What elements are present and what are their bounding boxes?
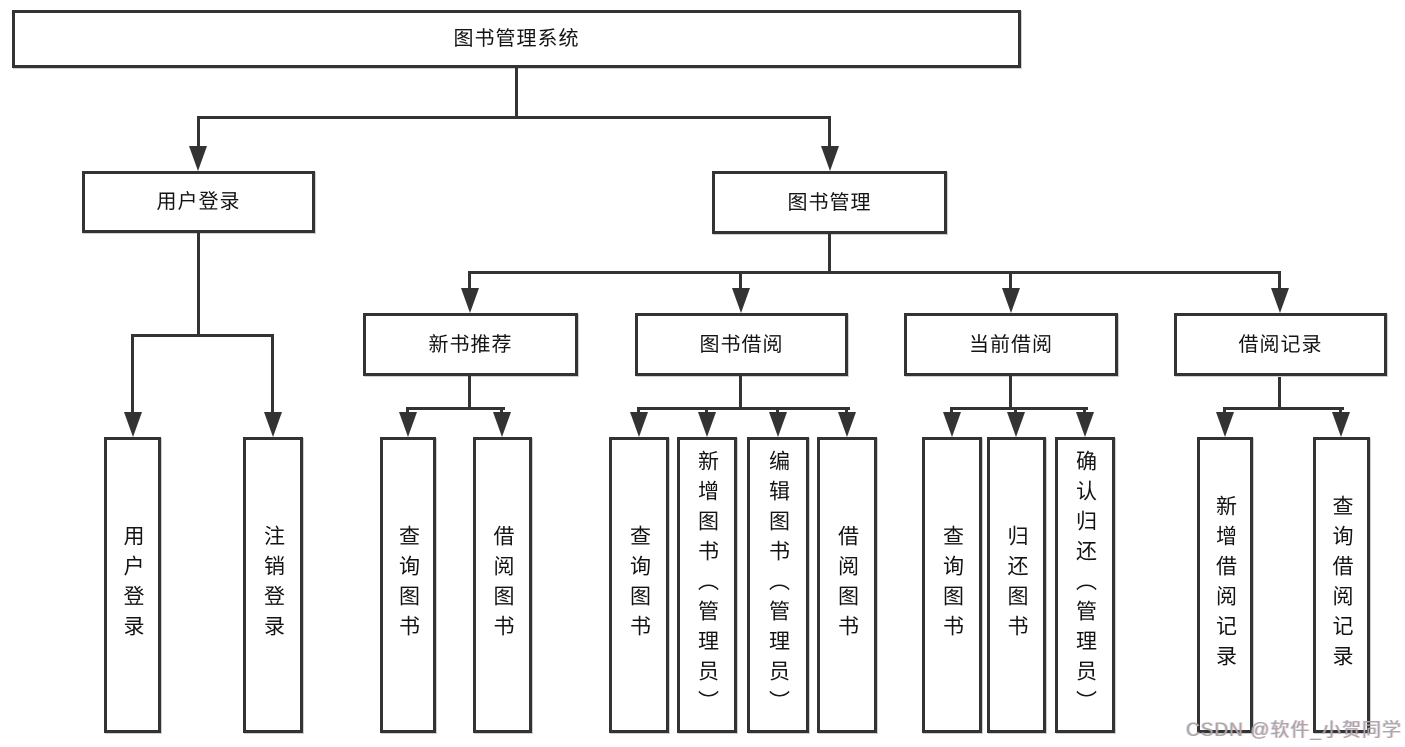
arrow-down-icon [124,412,142,437]
connector-stub [1083,407,1086,415]
leaf-edit-book-admin: 编辑图书（管理员） [747,437,809,733]
arrow-down-icon [821,146,839,171]
connector-root-stem [515,68,518,117]
arrow-down-icon [1216,412,1234,437]
connector-stub-newbook [468,271,471,290]
arrow-down-icon [399,412,417,437]
connector-user-login-stem [197,233,200,337]
connector-level3-rail [468,271,1281,274]
connector-current-stem [1009,376,1012,410]
connector-stub-user-login [197,116,200,147]
connector-borrow-stem [739,376,742,410]
arrow-down-icon [698,412,716,437]
node-current-borrowing: 当前借阅 [904,313,1118,376]
leaf-borrow-books: 借阅图书 [817,437,877,733]
arrow-down-icon [493,412,511,437]
arrow-down-icon [943,412,961,437]
csdn-watermark: CSDN @软件_小贺同学 [1186,720,1402,741]
arrow-down-icon [189,146,207,171]
node-borrowing-records: 借阅记录 [1174,313,1387,376]
connector-level2-rail [197,116,831,119]
leaf-query-borrow-record: 查询借阅记录 [1313,437,1370,733]
connector-stub [950,407,953,415]
node-new-book-recommend: 新书推荐 [363,313,578,376]
connector-stub-leaf-login [131,334,134,413]
connector-stub-current [1009,271,1012,290]
arrow-down-icon [732,288,750,313]
leaf-query-books-current: 查询图书 [922,437,982,733]
connector-current-rail [950,407,1088,410]
arrow-down-icon [1002,288,1020,313]
leaf-confirm-return-admin: 确认归还（管理员） [1055,437,1115,733]
node-user-login: 用户登录 [82,171,315,233]
connector-user-login-rail [131,334,274,337]
connector-stub [776,407,779,415]
arrow-down-icon [264,412,282,437]
connector-newbook-stem [468,376,471,410]
connector-stub-records [1278,271,1281,290]
connector-stub [637,407,640,415]
arrow-down-icon [1332,412,1350,437]
node-book-management: 图书管理 [712,171,947,234]
node-root-library-system: 图书管理系统 [12,10,1021,68]
leaf-borrow-books-newbook: 借阅图书 [473,437,532,733]
arrow-down-icon [1007,412,1025,437]
leaf-add-book-admin: 新增图书（管理员） [677,437,737,733]
connector-stub-borrow [739,271,742,290]
connector-book-mgmt-stem [828,234,831,273]
connector-stub [1223,407,1226,415]
leaf-user-login: 用户登录 [104,437,161,733]
connector-newbook-rail [406,407,505,410]
connector-stub-book-mgmt [828,116,831,147]
connector-records-stem [1278,377,1281,410]
leaf-add-borrow-record: 新增借阅记录 [1197,437,1253,733]
leaf-return-books: 归还图书 [987,437,1046,733]
connector-borrow-rail [637,407,850,410]
connector-stub [1339,407,1342,415]
connector-stub [1014,407,1017,415]
arrow-down-icon [461,288,479,313]
connector-stub [845,407,848,415]
arrow-down-icon [769,412,787,437]
arrow-down-icon [630,412,648,437]
arrow-down-icon [838,412,856,437]
connector-stub-leaf-logout [271,334,274,413]
leaf-logout: 注销登录 [243,437,303,733]
connector-stub [705,407,708,415]
leaf-query-books-borrow: 查询图书 [609,437,669,733]
connector-records-rail [1223,407,1344,410]
arrow-down-icon [1271,288,1289,313]
connector-stub [500,407,503,415]
connector-stub [406,407,409,415]
node-book-borrowing: 图书借阅 [635,313,848,376]
leaf-query-books-newbook: 查询图书 [380,437,436,733]
arrow-down-icon [1076,412,1094,437]
